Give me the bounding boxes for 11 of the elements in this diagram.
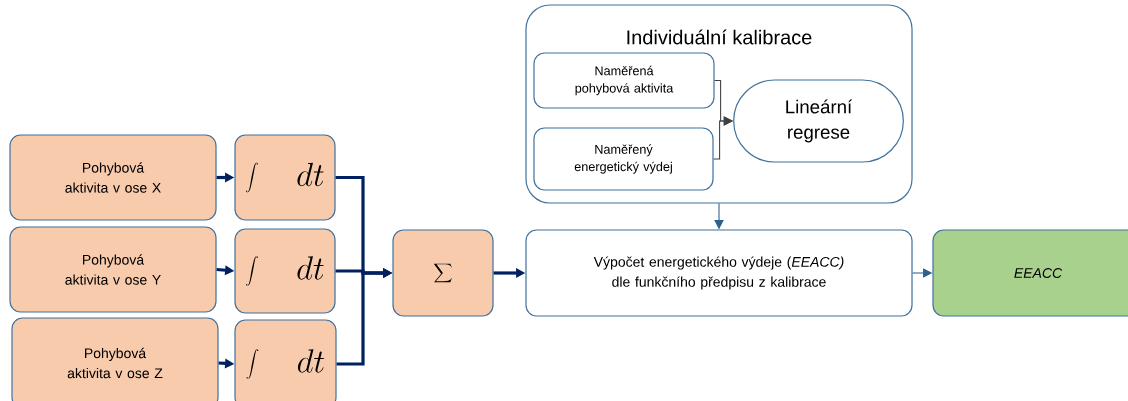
input-box: Pohybová aktivita v ose X <box>9 134 217 221</box>
input-box: Pohybová aktivita v ose Z <box>11 317 219 401</box>
input-box: Pohybová aktivita v ose Y <box>9 226 217 313</box>
integral-box: $\int \quad dt$ <box>234 134 336 221</box>
calculation-box: Výpočet energetického výdeje (EEACC) dle funkčního předpisu z kalibrace <box>525 229 913 317</box>
integral-box: $\int \quad dt$ <box>234 228 336 314</box>
measurement-box: Naměřený energetický výdej <box>533 127 714 191</box>
sum-box: $\sum$ <box>392 229 494 317</box>
measurement-box: Naměřená pohybová aktivita <box>533 52 715 109</box>
integral-box: $\int \quad dt$ <box>234 319 337 401</box>
result-box: EEACC <box>932 229 1128 317</box>
